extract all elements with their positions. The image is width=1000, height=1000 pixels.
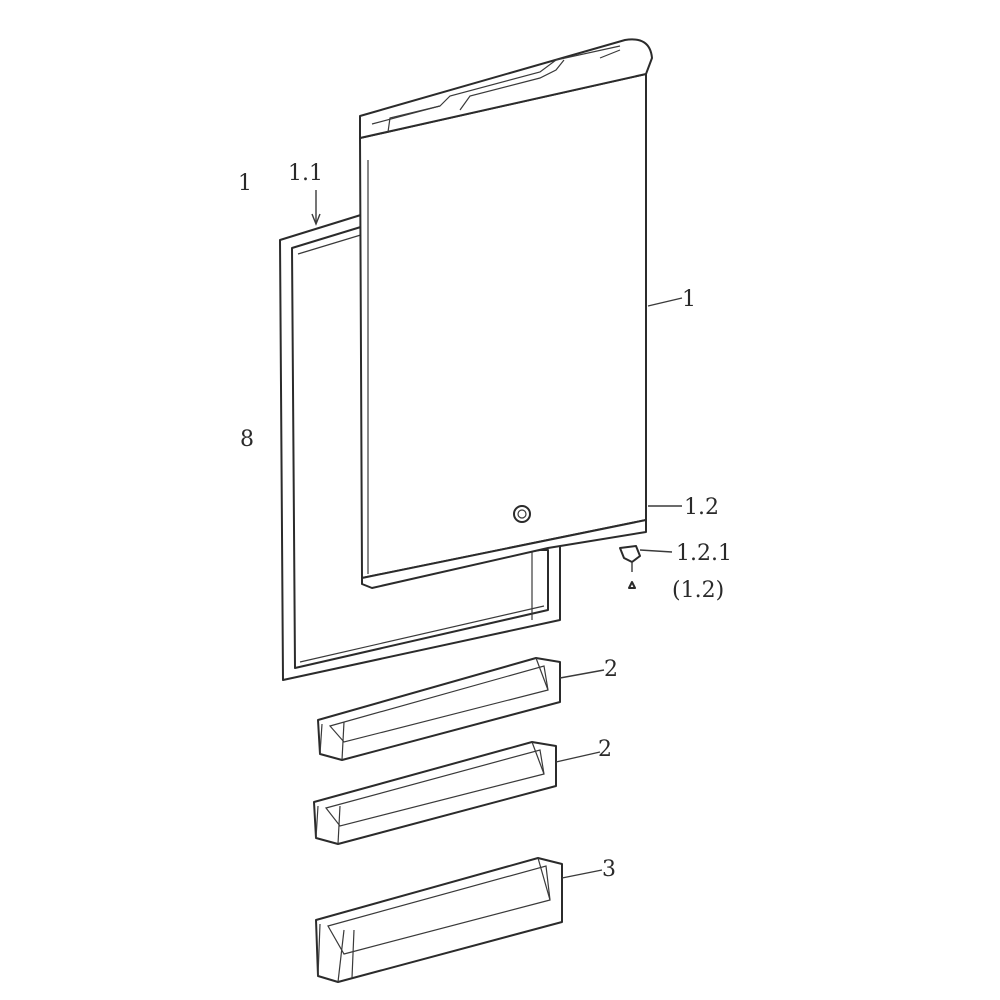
callout-shelf-middle: 2 (598, 737, 612, 762)
callout-gasket: 1.1 (288, 161, 323, 186)
callout-labels: 1 1.1 1 8 1.2 1.2.1 (1.2) 2 2 3 (238, 161, 732, 882)
callout-hinge-pin-ref: (1.2) (672, 578, 724, 603)
hinge-pin (619, 545, 641, 589)
callout-hinge-point: 1.2 (684, 495, 719, 520)
door-panel (359, 38, 653, 589)
door-shelf-lower (315, 857, 563, 983)
leader-lines (311, 190, 683, 879)
callout-side: 8 (240, 427, 254, 452)
callout-shelf-lower: 3 (602, 857, 616, 882)
callout-door-corner: 1 (238, 171, 252, 196)
door-shelf-upper (317, 657, 561, 761)
callout-door: 1 (682, 287, 696, 312)
door-shelf-middle (313, 741, 557, 845)
callout-hinge-pin: 1.2.1 (676, 541, 732, 566)
callout-shelf-upper: 2 (604, 657, 618, 682)
